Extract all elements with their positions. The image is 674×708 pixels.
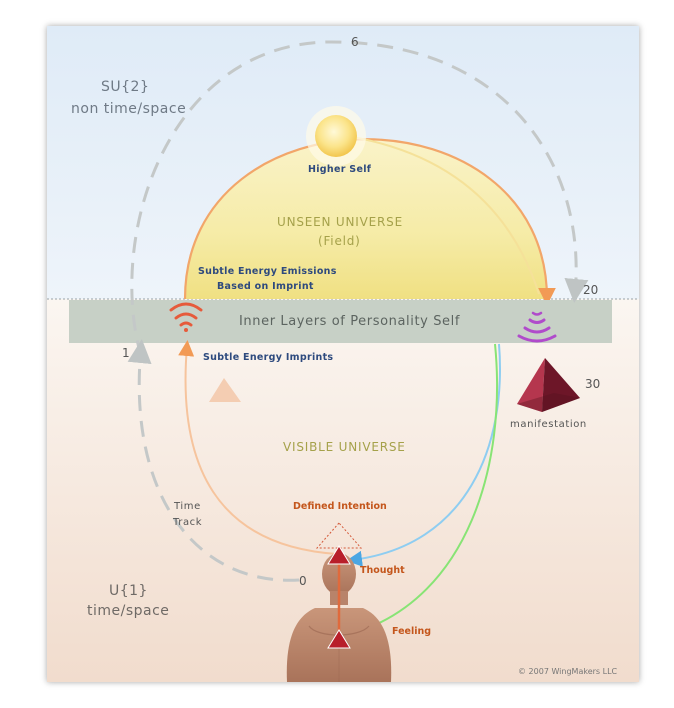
small-pyramid-icon bbox=[209, 378, 241, 402]
u1-subtitle: time/space bbox=[87, 603, 170, 619]
number-20: 20 bbox=[583, 283, 599, 297]
higher-self-ray bbox=[346, 135, 540, 295]
diagram-frame: SU{2} non time/space 6 20 30 1 0 Higher … bbox=[47, 26, 639, 682]
time-track-label-line2: Track bbox=[173, 517, 203, 528]
thought-arrow bbox=[346, 343, 501, 567]
imprints-label: Subtle Energy Imprints bbox=[203, 352, 334, 363]
feeling-arrow bbox=[351, 343, 499, 637]
su2-title: SU{2} bbox=[101, 79, 150, 95]
time-track-label-line1: Time bbox=[174, 501, 201, 512]
number-1: 1 bbox=[122, 346, 130, 360]
unseen-universe-label: UNSEEN UNIVERSE bbox=[277, 215, 403, 229]
diagram-canvas bbox=[47, 26, 639, 682]
emissions-label-line1: Subtle Energy Emissions bbox=[198, 266, 337, 277]
emission-waves-icon bbox=[169, 302, 203, 332]
unseen-field-label: (Field) bbox=[318, 234, 361, 248]
reception-waves-icon bbox=[517, 311, 557, 343]
u1-title: U{1} bbox=[109, 583, 148, 599]
number-30: 30 bbox=[585, 377, 601, 391]
thought-label: Thought bbox=[360, 565, 405, 576]
defined-intention-triangle bbox=[315, 522, 363, 549]
time-track-lower bbox=[127, 339, 300, 582]
higher-self-label: Higher Self bbox=[308, 164, 372, 175]
pyramid-icon bbox=[517, 358, 580, 412]
defined-intention-label: Defined Intention bbox=[293, 501, 387, 512]
time-track-upper bbox=[130, 40, 589, 357]
number-6: 6 bbox=[351, 35, 359, 49]
copyright-text: © 2007 WingMakers LLC bbox=[518, 667, 618, 676]
sun-icon bbox=[315, 115, 357, 157]
visible-universe-label: VISIBLE UNIVERSE bbox=[283, 440, 406, 454]
su2-subtitle: non time/space bbox=[71, 101, 187, 117]
thought-triangle bbox=[327, 545, 351, 565]
feeling-triangle bbox=[327, 629, 351, 649]
feeling-label: Feeling bbox=[392, 626, 432, 637]
inner-layers-label: Inner Layers of Personality Self bbox=[239, 314, 461, 329]
imprint-arc bbox=[178, 340, 338, 555]
manifestation-label: manifestation bbox=[510, 419, 587, 430]
number-0: 0 bbox=[299, 574, 307, 588]
emissions-label-line2: Based on Imprint bbox=[217, 281, 314, 292]
